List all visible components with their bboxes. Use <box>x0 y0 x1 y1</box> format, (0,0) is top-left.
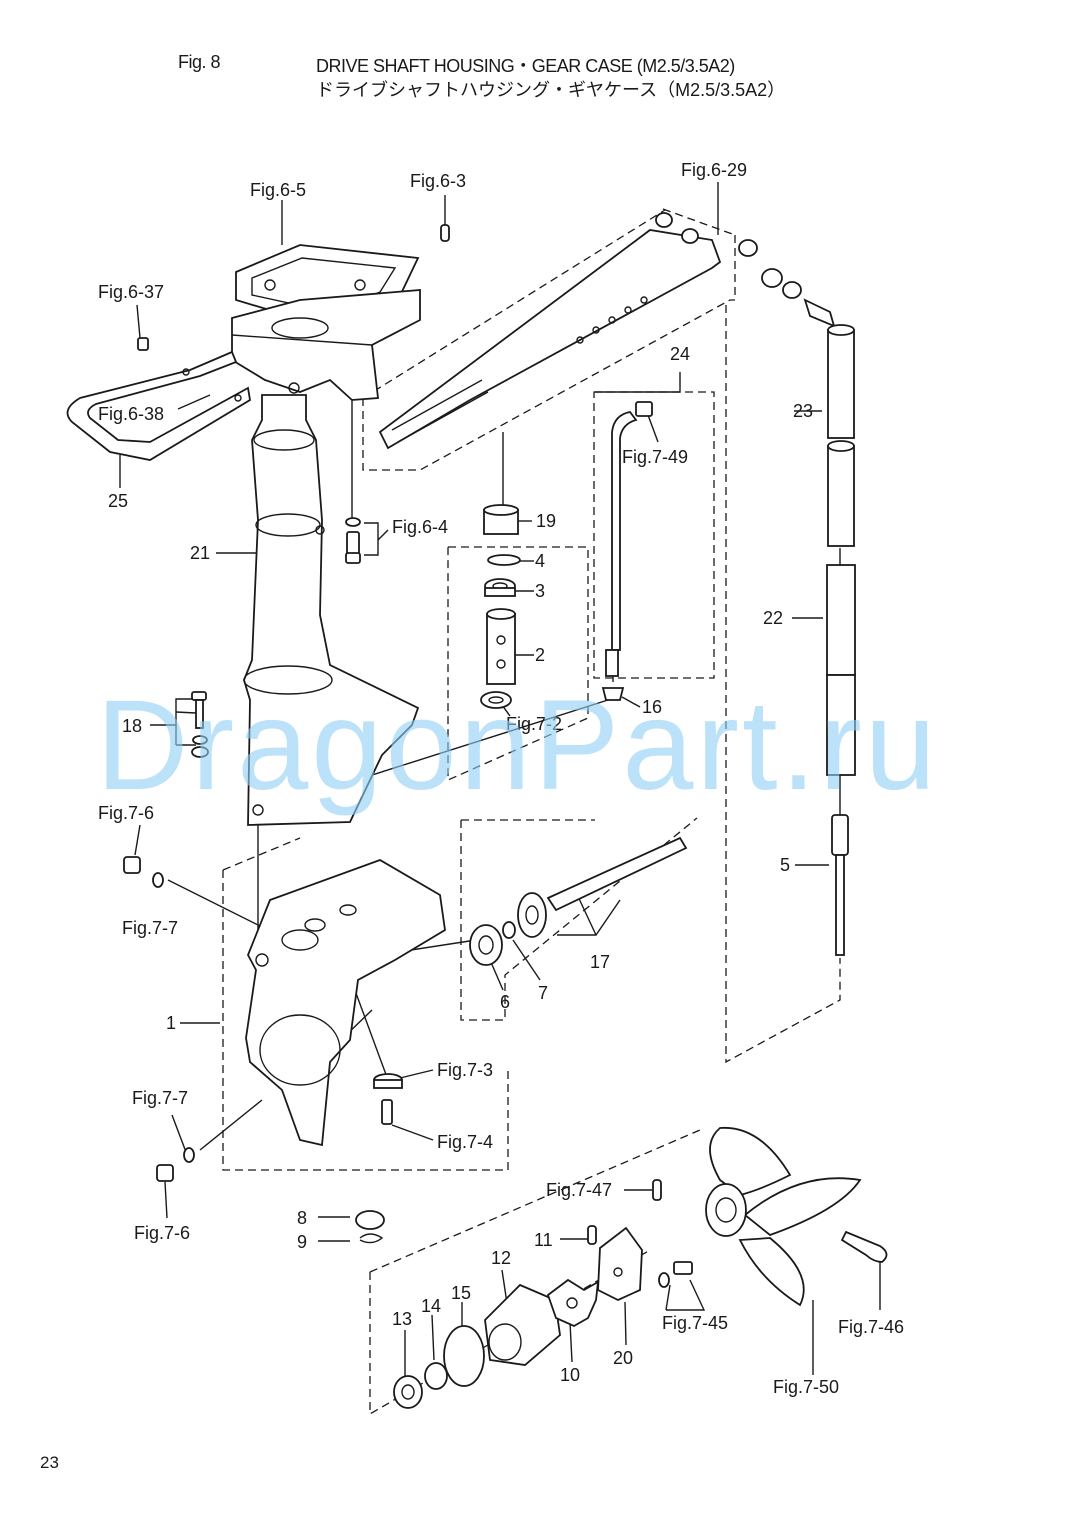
label-fig7-6-upper: Fig.7-6 <box>98 803 154 823</box>
label-part-22: 22 <box>763 608 783 628</box>
label-part-21: 21 <box>190 543 210 563</box>
gear-case-1 <box>245 859 446 1147</box>
label-part-17: 17 <box>590 952 610 972</box>
label-part-23: 23 <box>793 401 813 421</box>
bearing-3 <box>484 578 516 597</box>
label-fig7-3: Fig.7-3 <box>437 1060 493 1080</box>
tiller-handle <box>378 212 836 450</box>
sleeve-2 <box>486 608 516 685</box>
driveshaft-housing-21 <box>243 382 420 826</box>
plate-20 <box>597 1226 643 1301</box>
seal-14 <box>424 1362 448 1390</box>
circlip-4 <box>487 554 521 566</box>
screw-fig7-6-upper <box>123 856 164 888</box>
label-fig6-3: Fig.6-3 <box>410 171 466 191</box>
pin-11 <box>587 1225 597 1245</box>
label-fig7-45: Fig.7-45 <box>662 1313 728 1333</box>
parts <box>66 212 888 1409</box>
label-part-6: 6 <box>500 992 510 1012</box>
bolt-set-fig6-4 <box>345 517 361 564</box>
page-title-japanese: ドライブシャフトハウジング・ギヤケース（M2.5/3.5A2） <box>316 80 786 100</box>
handle-bracket-25 <box>66 337 251 461</box>
pin-fig6-3 <box>440 224 450 242</box>
label-part-16: 16 <box>642 697 662 717</box>
impeller-10 <box>546 1278 600 1328</box>
label-part-7: 7 <box>538 983 548 1003</box>
bushing-19 <box>483 504 519 535</box>
label-fig6-38: Fig.6-38 <box>98 404 164 424</box>
label-fig6-4: Fig.6-4 <box>392 517 448 537</box>
label-fig7-50: Fig.7-50 <box>773 1377 839 1397</box>
label-part-20: 20 <box>613 1348 633 1368</box>
shaft-5 <box>831 814 849 956</box>
propeller-fig7-50 <box>705 1127 862 1307</box>
label-part-2: 2 <box>535 645 545 665</box>
label-fig6-37: Fig.6-37 <box>98 282 164 302</box>
label-fig6-29: Fig.6-29 <box>681 160 747 180</box>
grommet-16 <box>601 687 625 701</box>
label-fig6-5: Fig.6-5 <box>250 180 306 200</box>
bolt-washers-18 <box>191 691 209 758</box>
leader-lines <box>119 182 881 1380</box>
label-fig7-47: Fig.7-47 <box>546 1180 612 1200</box>
label-fig7-49: Fig.7-49 <box>622 447 688 467</box>
label-fig7-2: Fig.7-2 <box>506 714 562 734</box>
page-number: 23 <box>40 1453 59 1472</box>
label-part-14: 14 <box>421 1296 441 1316</box>
label-fig7-7-lower: Fig.7-7 <box>132 1088 188 1108</box>
label-part-13: 13 <box>392 1309 412 1329</box>
label-part-3: 3 <box>535 581 545 601</box>
label-part-4: 4 <box>535 551 545 571</box>
water-tube-23 <box>827 324 855 547</box>
parts-fig7-3-fig7-4 <box>373 1073 403 1125</box>
watermark: DragonPart.ru <box>96 674 939 817</box>
housing-12 <box>484 1283 561 1366</box>
upper-mount-block <box>231 289 421 401</box>
page-title: DRIVE SHAFT HOUSING・GEAR CASE (M2.5/3.5A… <box>316 56 735 76</box>
label-part-1: 1 <box>166 1013 176 1033</box>
label-part-24: 24 <box>670 344 690 364</box>
pin-fig7-47 <box>652 1179 662 1201</box>
label-part-5: 5 <box>780 855 790 875</box>
label-part-10: 10 <box>560 1365 580 1385</box>
label-part-19: 19 <box>536 511 556 531</box>
o-ring-15 <box>443 1325 485 1387</box>
label-part-11: 11 <box>534 1230 553 1250</box>
gear-8-clip-9 <box>355 1210 385 1244</box>
bearing-13 <box>393 1375 423 1409</box>
callout-labels: Fig.6-5 Fig.6-3 Fig.6-29 Fig.6-37 Fig.6-… <box>98 160 904 1397</box>
figure-number: Fig. 8 <box>178 52 221 72</box>
fasteners-fig7-45 <box>658 1261 693 1288</box>
label-fig7-4: Fig.7-4 <box>437 1132 493 1152</box>
label-part-12: 12 <box>491 1248 511 1268</box>
label-part-8: 8 <box>297 1208 307 1228</box>
driveshaft-22 <box>826 564 856 776</box>
cotter-pin-fig7-46 <box>840 1230 888 1263</box>
label-part-18: 18 <box>122 716 142 736</box>
label-fig7-6-lower: Fig.7-6 <box>134 1223 190 1243</box>
propshaft-assembly <box>469 836 688 966</box>
screw-fig7-6-lower <box>156 1147 195 1182</box>
label-part-9: 9 <box>297 1232 307 1252</box>
bearing-fig7-2 <box>480 691 512 709</box>
shift-rod-24 <box>605 401 653 677</box>
label-fig7-7-upper: Fig.7-7 <box>122 918 178 938</box>
label-part-25: 25 <box>108 491 128 511</box>
label-part-15: 15 <box>451 1283 471 1303</box>
label-fig7-46: Fig.7-46 <box>838 1317 904 1337</box>
